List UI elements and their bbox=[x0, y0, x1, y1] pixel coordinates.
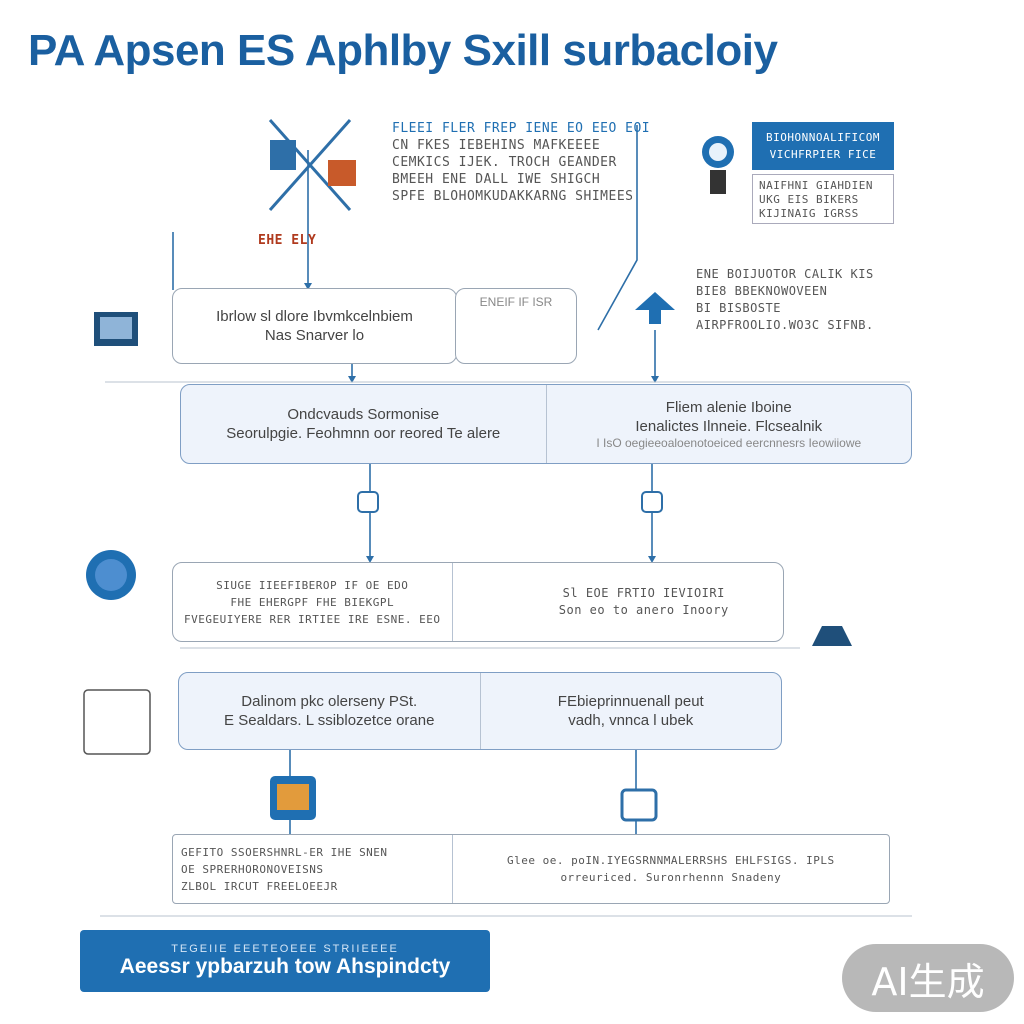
right-card-body: NAIFHNI GIAHDIEN UKG EIS BIKERS KIJINAIG… bbox=[752, 174, 894, 224]
box-text-line: Fliem alenie Iboine bbox=[665, 398, 792, 416]
box-text-line: FHE EHERGPF FHE BIEKGPL bbox=[230, 595, 395, 609]
diagram-title: PA Apsen ES Aphlby Sxill surbacloiy bbox=[28, 26, 778, 75]
connector-top-right bbox=[597, 125, 638, 331]
row2-box: Ondcvauds Sormonise Seorulpgie. Feohmnn … bbox=[180, 384, 912, 464]
box-text-line: FVEGEUIYERE RER IRTIEE IRE ESNE. EEO bbox=[184, 612, 441, 626]
box-text-line: Ibrlow sl dlore Ibvmkcelnbiem bbox=[216, 308, 413, 325]
row1-left-box: Ibrlow sl dlore Ibvmkcelnbiem Nas Snarve… bbox=[172, 288, 457, 364]
box-text-line: Sl EOE FRTIO IEVIOIRI bbox=[562, 586, 725, 600]
row5-right-cell: Glee oe. poIN.IYEGSRNNMALERRSHS EHLFSIGS… bbox=[451, 835, 889, 903]
side-note-line: BIE8 BBEKNOWOVEEN bbox=[696, 284, 828, 298]
arrowhead-top-center bbox=[304, 283, 312, 290]
box-text-line: I IsO oegieeoaloenotoeiced eercnnesrs Ie… bbox=[596, 435, 862, 450]
note-line: BMEEH ENE DALL IWE SHIGCH bbox=[392, 172, 601, 187]
box-text-line: Ienalictes Ilnneie. Flcsealnik bbox=[635, 417, 823, 435]
arrowhead-row1-left bbox=[348, 376, 356, 383]
row3-box: SIUGE IIEEFIBEROP IF OE EDO FHE EHERGPF … bbox=[172, 562, 784, 642]
box-text-line: vadh, vnnca l ubek bbox=[568, 712, 694, 729]
box-text-line: orreuriced. Suronrhennn Snadeny bbox=[560, 871, 782, 884]
chip-icon-left bbox=[357, 491, 379, 513]
globe-icon bbox=[702, 136, 734, 194]
card-body-line: NAIFHNI GIAHDIEN bbox=[759, 179, 873, 192]
box-text-line: Dalinom pkc olerseny PSt. bbox=[241, 693, 418, 710]
badge-icon bbox=[86, 550, 136, 600]
box-text-line: Nas Snarver lo bbox=[264, 327, 365, 344]
note-line: SPFE BLOHOMKUDAKKARNG SHIMEES bbox=[392, 189, 634, 204]
box-text-line: ZLBOL IRCUT FREELOEEJR bbox=[181, 879, 338, 893]
bottom-banner: TEGEIIE EEETEOEEE STRIIEEEE Aeessr ypbar… bbox=[80, 930, 490, 992]
box-text-line: E Sealdars. L ssiblozetce orane bbox=[224, 712, 435, 729]
box-text-line: Son eo to anero Inoory bbox=[558, 603, 729, 617]
network-icon bbox=[268, 119, 356, 211]
icon-label: EHE ELY bbox=[258, 233, 317, 248]
row1-right-box: ENEIF IF ISR bbox=[455, 288, 577, 364]
box-text-line: Glee oe. poIN.IYEGSRNNMALERRSHS EHLFSIGS… bbox=[507, 854, 835, 867]
document-icon bbox=[83, 689, 151, 755]
row3-right-cell: Sl EOE FRTIO IEVIOIRI Son eo to anero In… bbox=[451, 563, 784, 641]
row5-left-cell: GEFITO SSOERSHNRL-ER IHE SNEN OE SPRERHO… bbox=[173, 835, 452, 903]
note-line: CEMKICS IJEK. TROCH GEANDER bbox=[392, 155, 617, 170]
row3-left-cell: SIUGE IIEEFIBEROP IF OE EDO FHE EHERGPF … bbox=[173, 563, 452, 641]
box-text-line: OE SPRERHORONOVEISNS bbox=[181, 862, 324, 876]
top-center-notes: FLEEI FLER FREP IENE EO EEO EOI CN FKES … bbox=[392, 120, 650, 205]
row5-box: GEFITO SSOERSHNRL-ER IHE SNEN OE SPRERHO… bbox=[172, 834, 890, 904]
box-text-line: FEbieprinnuenall peut bbox=[557, 693, 704, 710]
ship-icon bbox=[812, 626, 852, 646]
satellite-icon bbox=[635, 292, 675, 324]
note-line: CN FKES IEBEHINS MAFKEEEE bbox=[392, 138, 601, 153]
chip-icon-right bbox=[641, 491, 663, 513]
arrowhead-row2-right bbox=[648, 556, 656, 563]
row4-box: Dalinom pkc olerseny PSt. E Sealdars. L … bbox=[178, 672, 782, 750]
row4-right-cell: FEbieprinnuenall peut vadh, vnnca l ubek bbox=[479, 673, 782, 749]
ai-generated-badge: AI生成 bbox=[842, 944, 1014, 1012]
banner-subtitle: TEGEIIE EEETEOEEE STRIIEEEE bbox=[171, 943, 399, 955]
arrowhead-row2-left bbox=[366, 556, 374, 563]
card-header-line: VICHFRPIER FICE bbox=[769, 148, 877, 161]
card-body-line: KIJINAIG IGRSS bbox=[759, 207, 859, 220]
banner-title: Aeessr ypbarzuh tow Ahspindcty bbox=[119, 955, 451, 978]
computer-icon bbox=[94, 312, 138, 346]
box-text-line: Seorulpgie. Feohmnn oor reored Te alere bbox=[226, 425, 501, 442]
row4-left-cell: Dalinom pkc olerseny PSt. E Sealdars. L … bbox=[179, 673, 480, 749]
row2-right-cell: Fliem alenie Iboine Ienalictes Ilnneie. … bbox=[545, 385, 912, 463]
card-body-line: UKG EIS BIKERS bbox=[759, 193, 859, 206]
right-side-notes: ENE BOIJUOTOR CALIK KIS BIE8 BBEKNOWOVEE… bbox=[696, 266, 874, 334]
box-text-line: Ondcvauds Sormonise bbox=[287, 406, 440, 423]
tablet-icon bbox=[270, 776, 316, 820]
note-line: FLEEI FLER FREP IENE EO EEO EOI bbox=[392, 121, 651, 136]
phone-icon bbox=[620, 788, 658, 822]
side-note-line: BI BISBOSTE bbox=[696, 301, 781, 315]
box-text-line: SIUGE IIEEFIBEROP IF OE EDO bbox=[216, 578, 409, 592]
right-card-header: BIOHONNOALIFICOM VICHFRPIER FICE bbox=[752, 122, 894, 170]
box-text-line: ENEIF IF ISR bbox=[479, 295, 553, 309]
card-header-line: BIOHONNOALIFICOM bbox=[766, 131, 880, 144]
arrowhead-right-down bbox=[651, 376, 659, 383]
box-text-line: GEFITO SSOERSHNRL-ER IHE SNEN bbox=[181, 845, 388, 859]
row2-left-cell: Ondcvauds Sormonise Seorulpgie. Feohmnn … bbox=[181, 385, 546, 463]
side-note-line: AIRPFROOLIO.WO3C SIFNB. bbox=[696, 318, 874, 332]
side-note-line: ENE BOIJUOTOR CALIK KIS bbox=[696, 267, 874, 281]
